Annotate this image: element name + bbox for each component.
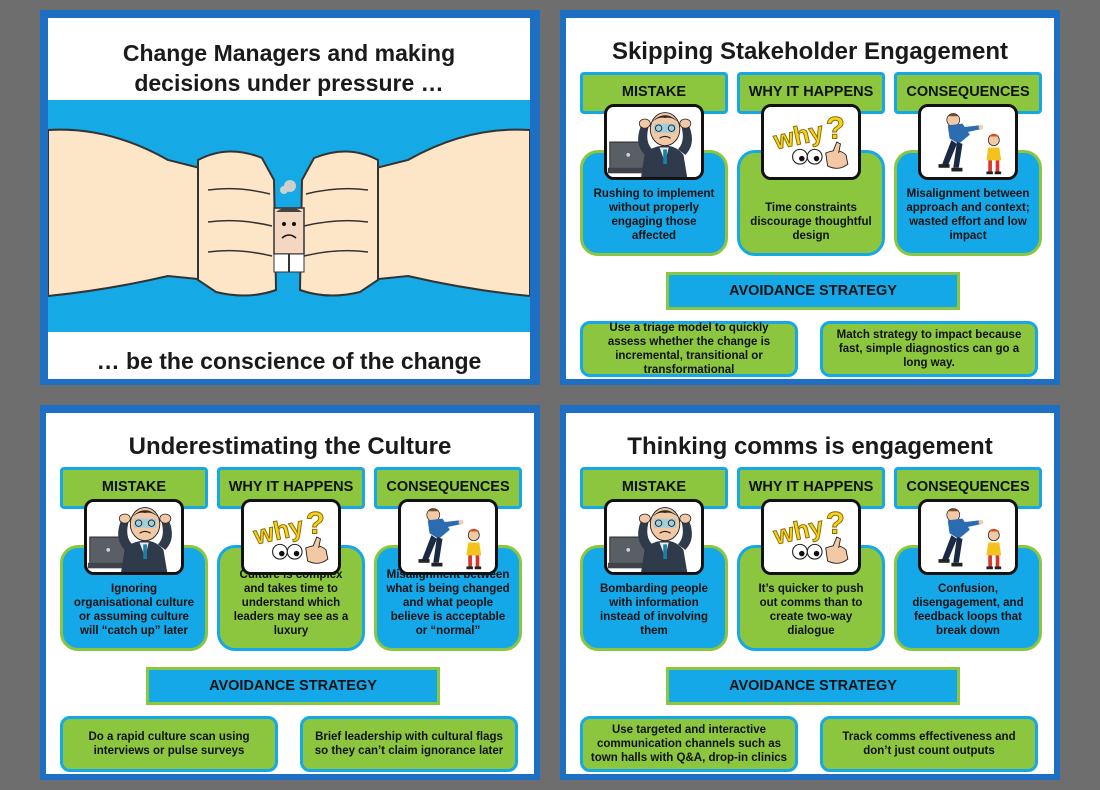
avoidance-strategy-label: AVOIDANCE STRATEGY — [666, 667, 960, 705]
mistake-text: Ignoring organisational culture or assum… — [73, 583, 195, 637]
avoidance-strategy-label: AVOIDANCE STRATEGY — [666, 272, 960, 310]
slide-culture-canvas: Underestimating the Culture Ignoring org… — [46, 413, 534, 774]
strategy-box-b: Match strategy to impact because fast, s… — [820, 321, 1038, 377]
stressed-man-image — [604, 104, 704, 180]
intro-title-line-1: Change Managers and making — [122, 40, 456, 66]
strategy-box-a: Do a rapid culture scan using interviews… — [60, 716, 278, 772]
fists-squeezing-man-illustration — [48, 128, 530, 298]
intro-illustration-band — [48, 100, 530, 332]
slide-intro[interactable]: Change Managers and making decisions und… — [40, 10, 540, 385]
why-question-image — [241, 499, 341, 575]
strategy-box-b: Brief leadership with cultural flags so … — [300, 716, 518, 772]
scolding-image — [398, 499, 498, 575]
consequences-text: Misalignment between approach and contex… — [906, 188, 1030, 242]
intro-title: Change Managers and making decisions und… — [48, 38, 530, 98]
slide-skipping-engagement[interactable]: Skipping Stakeholder Engagement Rushing … — [560, 10, 1060, 385]
slide-title: Thinking comms is engagement — [627, 433, 993, 460]
strategy-box-b: Track comms effectiveness and don’t just… — [820, 716, 1038, 772]
strategy-b-text: Match strategy to impact because fast, s… — [836, 329, 1022, 369]
intro-title-line-2: decisions under pressure … — [134, 70, 444, 96]
why-text: It’s quicker to push out comms than to c… — [758, 583, 864, 637]
strategy-a-text: Use a triage model to quickly assess whe… — [607, 322, 771, 376]
consequences-text: Misalignment between what is being chang… — [386, 569, 510, 637]
mistake-text: Rushing to implement without properly en… — [593, 188, 715, 242]
slide-title: Underestimating the Culture — [128, 433, 452, 460]
strategy-a-text: Do a rapid culture scan using interviews… — [88, 731, 250, 757]
strategy-b-text: Brief leadership with cultural flags so … — [314, 731, 504, 757]
slide-skipping-canvas: Skipping Stakeholder Engagement Rushing … — [566, 18, 1054, 379]
slide-underestimating-culture[interactable]: Underestimating the Culture Ignoring org… — [40, 405, 540, 780]
avoidance-strategy-label: AVOIDANCE STRATEGY — [146, 667, 440, 705]
slide-intro-canvas: Change Managers and making decisions und… — [48, 18, 530, 379]
strategy-a-text: Use targeted and interactive communicati… — [590, 724, 788, 764]
scolding-image — [918, 104, 1018, 180]
strategy-box-a: Use a triage model to quickly assess whe… — [580, 321, 798, 377]
slide-comms-canvas: Thinking comms is engagement Bombarding … — [566, 413, 1054, 774]
mistake-card: Rushing to implement without properly en… — [580, 150, 728, 256]
stressed-man-image — [84, 499, 184, 575]
slide-title: Skipping Stakeholder Engagement — [611, 38, 1009, 65]
strategy-box-a: Use targeted and interactive communicati… — [580, 716, 798, 772]
why-text: Culture is complex and takes time to und… — [233, 569, 349, 637]
mistake-text: Bombarding people with information inste… — [600, 583, 708, 637]
slide-comms-engagement[interactable]: Thinking comms is engagement Bombarding … — [560, 405, 1060, 780]
why-text: Time constraints discourage thoughtful d… — [750, 202, 872, 242]
consequences-text: Confusion, disengagement, and feedback l… — [912, 583, 1024, 637]
intro-caption: … be the conscience of the change — [96, 348, 482, 374]
strategy-b-text: Track comms effectiveness and don’t just… — [842, 731, 1016, 757]
why-question-image — [761, 104, 861, 180]
why-question-image — [761, 499, 861, 575]
stressed-man-image — [604, 499, 704, 575]
scolding-image — [918, 499, 1018, 575]
